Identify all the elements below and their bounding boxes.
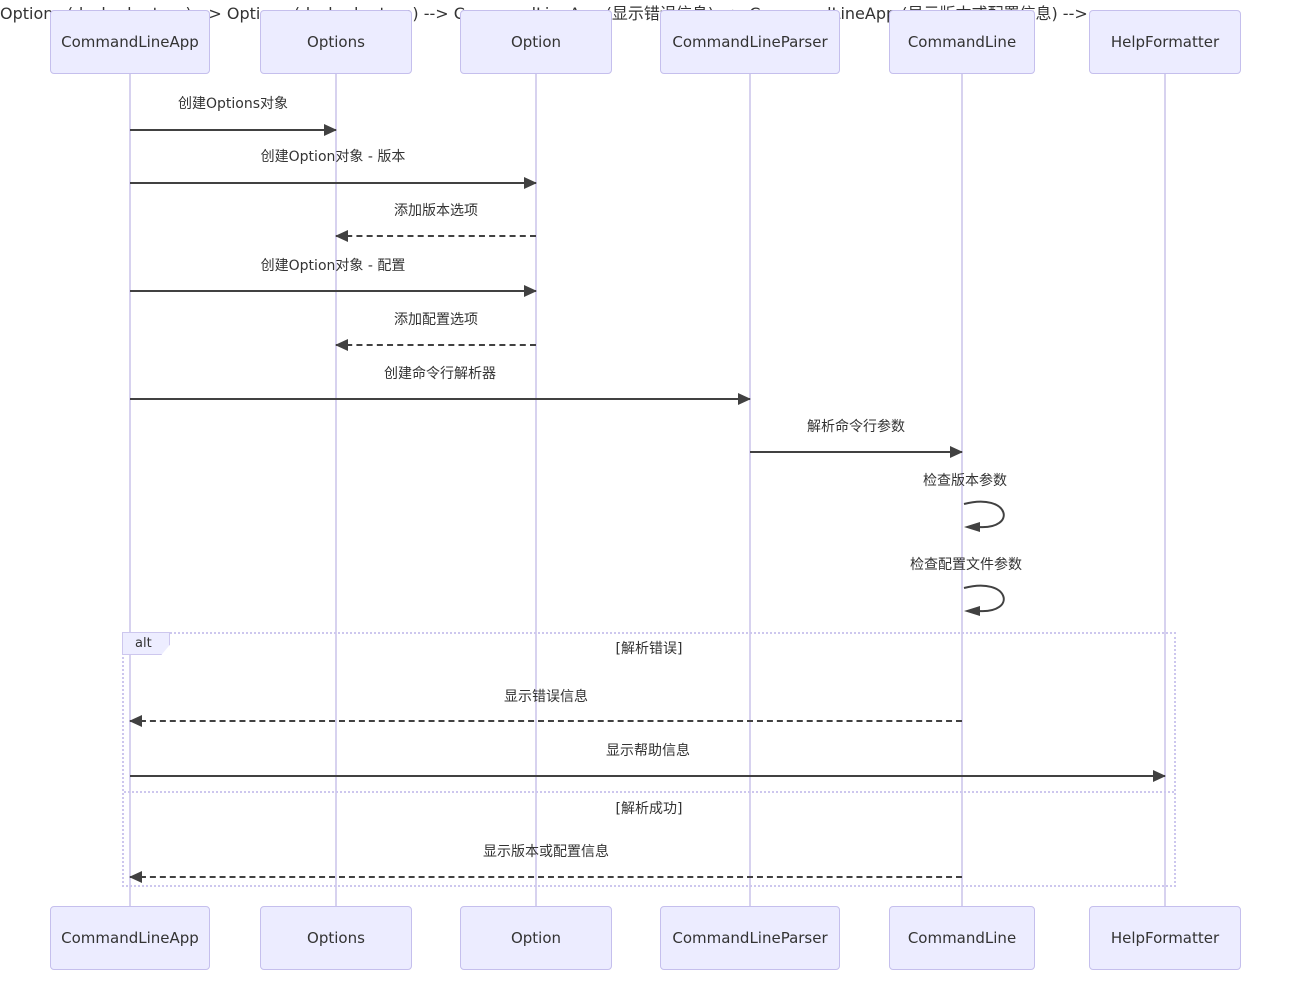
actor-bottom-commandline: CommandLine bbox=[889, 906, 1035, 970]
alt-divider bbox=[124, 791, 1174, 793]
actor-top-helpformatter: HelpFormatter bbox=[1089, 10, 1241, 74]
arrowhead-icon bbox=[324, 124, 337, 136]
self-loop-check-version bbox=[963, 500, 1005, 532]
actor-top-commandline: CommandLine bbox=[889, 10, 1035, 74]
actor-label: Option bbox=[510, 929, 562, 947]
lifeline-options bbox=[335, 74, 337, 906]
lifeline-option bbox=[535, 74, 537, 906]
arrowhead-icon bbox=[950, 446, 963, 458]
message-arrow-create-parser bbox=[130, 393, 751, 405]
actor-bottom-commandlineparser: CommandLineParser bbox=[660, 906, 840, 970]
actor-bottom-helpformatter: HelpFormatter bbox=[1089, 906, 1241, 970]
actor-label: CommandLine bbox=[907, 33, 1017, 51]
alt-condition-error: [解析错误] bbox=[615, 641, 683, 657]
message-label-show-help: 显示帮助信息 bbox=[606, 743, 690, 759]
arrowhead-icon bbox=[738, 393, 751, 405]
message-label-create-option-version: 创建Option对象 - 版本 bbox=[260, 149, 406, 165]
actor-label: CommandLineApp bbox=[61, 33, 199, 51]
message-arrow-parse-args bbox=[750, 446, 963, 458]
actor-label: HelpFormatter bbox=[1110, 929, 1220, 947]
actor-label: HelpFormatter bbox=[1110, 33, 1220, 51]
message-arrow-create-option-version bbox=[130, 177, 537, 189]
message-label-add-config-option: 添加配置选项 bbox=[394, 312, 478, 328]
actor-label: Options bbox=[307, 929, 365, 947]
message-label-show-version-or-config: 显示版本或配置信息 bbox=[483, 844, 609, 860]
message-label-create-options: 创建Options对象 bbox=[177, 96, 289, 112]
arrowhead-icon bbox=[524, 177, 537, 189]
message-arrow-show-version-or-config bbox=[129, 871, 962, 883]
arrowhead-icon bbox=[335, 230, 348, 242]
alt-frame-label: alt bbox=[122, 632, 170, 655]
actor-top-option: Option bbox=[460, 10, 612, 74]
lifeline-commandline bbox=[961, 74, 963, 906]
alt-condition-success: [解析成功] bbox=[615, 801, 683, 817]
message-label-show-error: 显示错误信息 bbox=[504, 689, 588, 705]
actor-label: Option bbox=[510, 33, 562, 51]
arrowhead-icon bbox=[1153, 770, 1166, 782]
message-arrow-show-help bbox=[130, 770, 1166, 782]
message-arrow-show-error bbox=[129, 715, 962, 727]
message-arrow-add-config-option bbox=[335, 339, 536, 351]
actor-label: CommandLineParser bbox=[672, 929, 828, 947]
message-label-parse-args: 解析命令行参数 bbox=[807, 419, 905, 435]
arrowhead-icon bbox=[129, 871, 142, 883]
actor-label: Options bbox=[307, 33, 365, 51]
actor-bottom-option: Option bbox=[460, 906, 612, 970]
self-loop-check-config bbox=[963, 584, 1005, 616]
message-label-check-config: 检查配置文件参数 bbox=[910, 557, 1022, 573]
message-arrow-create-option-config bbox=[130, 285, 537, 297]
message-label-add-version-option: 添加版本选项 bbox=[394, 203, 478, 219]
alt-frame: alt [解析错误] [解析成功] bbox=[122, 632, 1176, 887]
actor-label: CommandLine bbox=[907, 929, 1017, 947]
message-arrow-create-options bbox=[130, 124, 337, 136]
message-label-create-parser: 创建命令行解析器 bbox=[384, 366, 496, 382]
arrowhead-icon bbox=[335, 339, 348, 351]
actor-bottom-options: Options bbox=[260, 906, 412, 970]
actor-label: CommandLineApp bbox=[61, 929, 199, 947]
actor-top-commandlineapp: CommandLineApp bbox=[50, 10, 210, 74]
lifeline-helpformatter bbox=[1164, 74, 1166, 906]
arrowhead-icon bbox=[524, 285, 537, 297]
lifeline-commandlineparser bbox=[749, 74, 751, 906]
message-label-create-option-config: 创建Option对象 - 配置 bbox=[260, 258, 406, 274]
lifeline-commandlineapp bbox=[129, 74, 131, 906]
message-arrow-add-version-option bbox=[335, 230, 536, 242]
message-label-check-version: 检查版本参数 bbox=[923, 473, 1007, 489]
arrowhead-icon bbox=[129, 715, 142, 727]
actor-label: CommandLineParser bbox=[672, 33, 828, 51]
actor-bottom-commandlineapp: CommandLineApp bbox=[50, 906, 210, 970]
actor-top-commandlineparser: CommandLineParser bbox=[660, 10, 840, 74]
actor-top-options: Options bbox=[260, 10, 412, 74]
